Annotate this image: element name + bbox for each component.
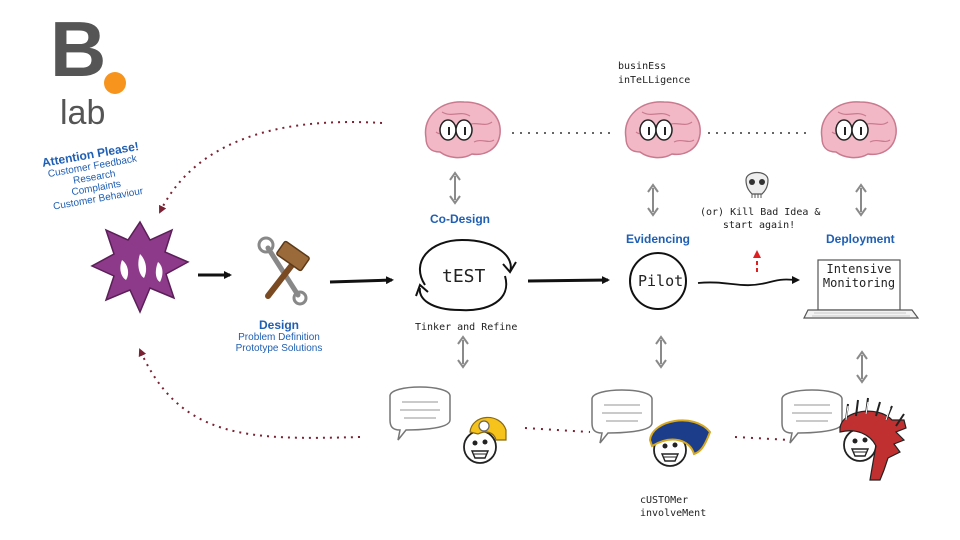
brain-icon xyxy=(820,100,898,159)
monitoring-line: Monitoring xyxy=(822,276,896,290)
customer-line: involveMent xyxy=(640,508,707,519)
codesign-title: Co-Design xyxy=(430,212,490,226)
loop-arrowhead-left xyxy=(415,283,429,297)
miner-face-icon xyxy=(463,416,507,464)
headdress-face-icon xyxy=(839,397,907,481)
brain-icon xyxy=(424,100,502,159)
logo-letter: B xyxy=(50,5,107,93)
speech-bubble-icon xyxy=(389,386,451,441)
design-title: Design xyxy=(258,318,299,332)
design-line: Prototype Solutions xyxy=(235,343,323,354)
speech-bubble-icon xyxy=(591,389,653,444)
hammer-wrench-icon xyxy=(257,236,310,306)
design-block: Design Problem Definition Prototype Solu… xyxy=(224,318,334,354)
kill-bad-idea-label: (or) Kill Bad Idea & start again! xyxy=(700,206,821,232)
business-line: inTeLLigence xyxy=(618,75,691,86)
monitoring-screen-text: Intensive Monitoring xyxy=(818,262,900,290)
business-intelligence-label: businEss inTeLLigence xyxy=(618,60,690,88)
customer-line: cUSTOMer xyxy=(640,495,689,506)
bidirectional-arrow-codesign-top xyxy=(449,172,461,204)
pilot-label: Pilot xyxy=(638,272,684,290)
bidirectional-arrow-deployment-bottom xyxy=(856,351,868,383)
pilot-circle xyxy=(629,252,687,310)
logo-dot xyxy=(104,72,126,94)
monitoring-line: Intensive xyxy=(826,262,892,276)
dotted-connector-face-1-2 xyxy=(524,427,591,433)
design-line: Problem Definition xyxy=(238,332,320,343)
arrow-evidencing-to-deployment xyxy=(697,275,800,287)
logo-sub: lab xyxy=(60,94,106,132)
dotted-connector-bottom-left xyxy=(138,348,361,439)
bidirectional-arrow-evidencing-bottom xyxy=(655,336,667,368)
dotted-connector-face-2-3 xyxy=(734,436,791,441)
loop-arrowhead-right xyxy=(502,261,517,274)
star-splat-icon xyxy=(90,220,190,314)
bidirectional-arrow-evidencing-top xyxy=(647,184,659,216)
deployment-title: Deployment xyxy=(826,232,895,246)
skull-icon xyxy=(745,171,769,198)
arrow-codesign-to-evidencing xyxy=(527,276,610,285)
bicorne-face-icon xyxy=(648,419,712,467)
arrow-design-to-codesign xyxy=(329,276,394,285)
kill-line: start again! xyxy=(722,220,796,231)
bidirectional-arrow-codesign-bottom xyxy=(457,336,469,368)
test-loop xyxy=(418,238,512,312)
evidencing-title: Evidencing xyxy=(626,232,691,246)
laptop-icon xyxy=(803,259,920,319)
kill-line: (or) Kill Bad Idea & xyxy=(700,207,821,218)
brain-icon xyxy=(624,100,702,159)
speech-bubble-icon xyxy=(781,389,843,444)
business-line: businEss xyxy=(618,61,667,72)
test-label: tEST xyxy=(442,266,486,287)
bidirectional-arrow-deployment-top xyxy=(855,184,867,216)
tinker-caption: Tinker and Refine xyxy=(415,322,518,333)
dotted-connector-top-left xyxy=(159,121,383,214)
customer-involvement-label: cUSTOMer involveMent xyxy=(640,494,706,520)
